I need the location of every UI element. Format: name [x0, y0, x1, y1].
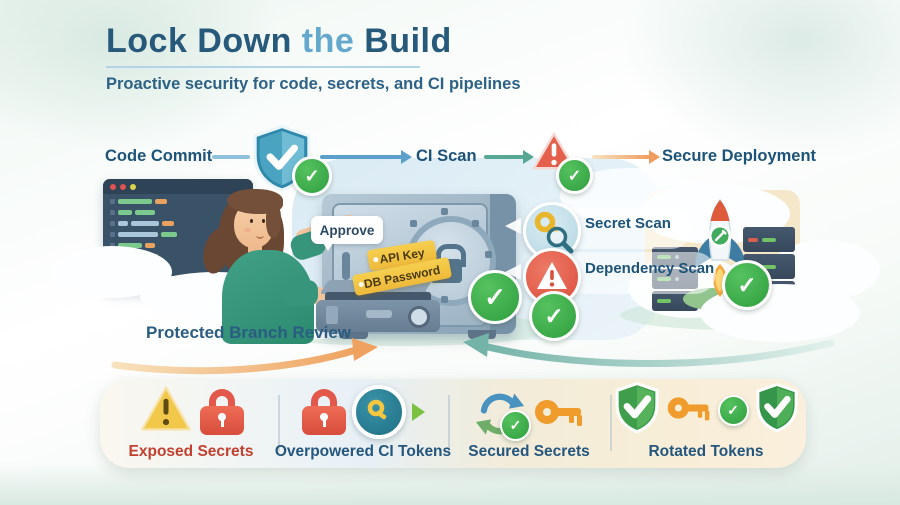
flow-step-ci-scan: CI Scan — [416, 147, 477, 165]
band-item-label: Rotated Tokens — [648, 443, 764, 460]
check-glyph: ✓ — [304, 165, 320, 186]
protected-branch-review-label: Protected Branch Review — [146, 323, 352, 342]
check-glyph: ✓ — [737, 271, 757, 298]
band-item-secured-secrets: ✓ Secured Secrets — [452, 383, 606, 465]
title-underline — [106, 66, 420, 68]
check-glyph: ✓ — [727, 402, 739, 418]
figure-sidelock — [266, 202, 281, 238]
arrow-commit-to-ciscan — [320, 150, 412, 164]
editor-titlebar — [103, 179, 253, 194]
vault-bolt — [472, 220, 479, 227]
figure-eye — [250, 219, 253, 223]
approve-label: Approve — [319, 222, 375, 238]
check-badge: ✓ — [500, 410, 531, 441]
background-wash-top-right — [620, 0, 900, 160]
window-dot-red — [110, 183, 116, 190]
vault-handle — [342, 252, 350, 280]
band-divider — [610, 395, 612, 451]
band-divider — [448, 395, 450, 451]
key-icon — [666, 389, 712, 432]
band-item-overpowered-tokens: Overpowered CI Tokens — [275, 383, 451, 465]
figure-blush — [244, 228, 251, 232]
check-badge: ✓ — [717, 395, 749, 426]
tray-detail — [326, 306, 338, 324]
secret-scan-label: Secret Scan — [585, 215, 671, 232]
background-wash-bottom — [0, 462, 900, 505]
vault-bolt — [441, 296, 448, 303]
figure-sleeve — [284, 280, 318, 306]
lock-icon — [301, 389, 346, 435]
check-glyph: ✓ — [544, 302, 564, 329]
band-item-label: Exposed Secrets — [128, 443, 254, 460]
flow-step-secure-deployment: Secure Deployment — [662, 147, 817, 165]
page-title: Lock Down the Build — [106, 22, 452, 61]
callout-tail — [505, 218, 521, 234]
rotation-check-icon: ✓ — [473, 389, 531, 441]
figure-eye — [262, 219, 265, 223]
ci-token-key-icon — [351, 385, 406, 439]
band-divider — [278, 395, 280, 451]
check-badge: ✓ — [292, 156, 332, 196]
flow-step-code-commit: Code Commit — [105, 147, 213, 165]
window-dot-yellow — [130, 183, 136, 190]
open-lock-icon — [200, 388, 244, 435]
figure-smile — [256, 232, 264, 239]
window-dot-red — [120, 183, 126, 190]
page-subtitle: Proactive security for code, secrets, an… — [106, 75, 521, 93]
approve-speech-bubble: Approve — [311, 216, 383, 251]
vault-leg — [468, 330, 496, 339]
tray-dial — [408, 306, 430, 328]
check-badge: ✓ — [468, 270, 522, 324]
title-lead: Lock Down — [106, 22, 292, 60]
arrow-right-icon — [411, 403, 425, 421]
check-badge: ✓ — [556, 157, 593, 194]
vault-bolt — [485, 251, 492, 258]
band-item-label: Overpowered CI Tokens — [274, 443, 452, 460]
check-glyph: ✓ — [567, 167, 582, 185]
band-item-rotated-tokens: ✓ Rotated Tokens — [614, 381, 799, 465]
tray-latch — [366, 310, 392, 318]
key-icon — [533, 391, 585, 438]
title-accent: the — [301, 22, 355, 60]
title-tail: Build — [364, 22, 452, 60]
arrow-warning-to-deploy — [592, 150, 660, 164]
check-glyph: ✓ — [509, 417, 522, 433]
dependency-scan-label: Dependency Scan — [585, 260, 715, 277]
connector-commit-to-shield — [212, 155, 250, 159]
shield-check-icon — [614, 381, 660, 439]
developer-figure — [198, 186, 368, 344]
shield-check-icon — [755, 382, 799, 438]
band-item-exposed-secrets: Exposed Secrets — [108, 383, 274, 465]
rocket-icon — [690, 196, 750, 300]
check-badge: ✓ — [529, 291, 579, 341]
arrow-ciscan-to-warning — [484, 150, 534, 164]
check-badge: ✓ — [722, 260, 772, 310]
check-glyph: ✓ — [484, 281, 506, 312]
vault-bolt — [441, 208, 448, 215]
warning-triangle-icon — [138, 384, 194, 439]
secrets-tray — [316, 280, 440, 332]
vault-bolt — [410, 220, 417, 227]
band-item-label: Secured Secrets — [468, 443, 590, 460]
vault-leg — [340, 330, 368, 339]
